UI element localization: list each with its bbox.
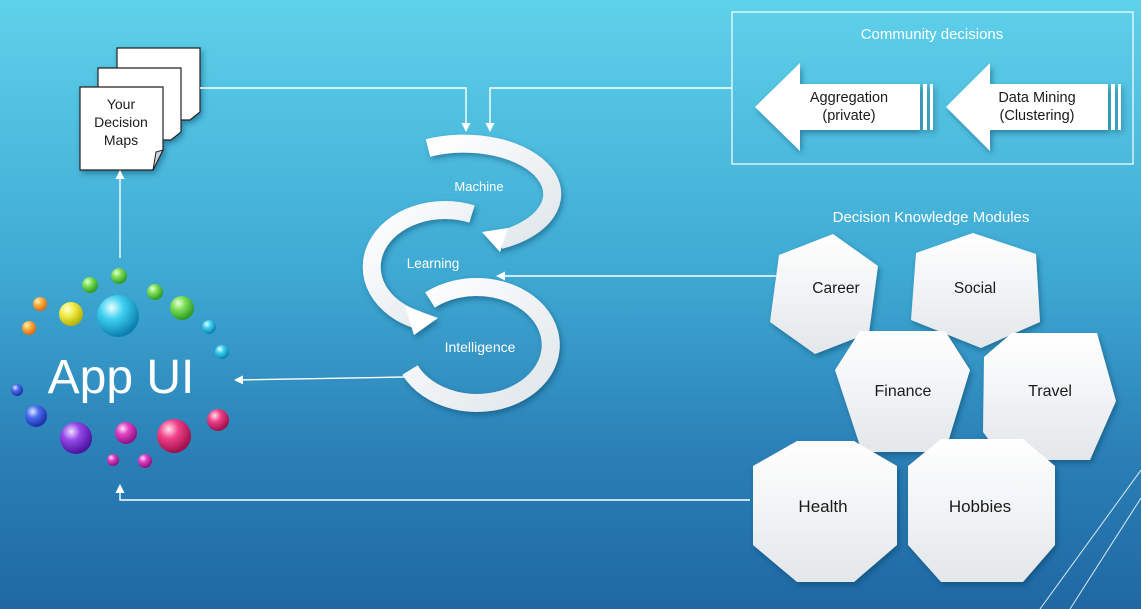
- module-hex-career[interactable]: [770, 234, 878, 354]
- module-label-social: Social: [954, 280, 996, 297]
- community-decisions-box: [731, 11, 1134, 165]
- aggregation-arrow[interactable]: [755, 63, 933, 151]
- app-ui-label: App UI: [48, 351, 195, 404]
- module-label-career: Career: [812, 280, 859, 297]
- module-hex-travel[interactable]: [983, 333, 1116, 460]
- cycle-label-intelligence: Intelligence: [445, 339, 516, 355]
- data-mining-label-1: Data Mining: [998, 90, 1075, 106]
- modules-hexagons: [753, 233, 1116, 582]
- connector-arrows: [115, 87, 776, 501]
- decision-maps-line-3: Maps: [104, 132, 138, 148]
- app-ui-bubbles: [11, 268, 229, 468]
- community-decisions-title: Community decisions: [861, 26, 1004, 43]
- modules-title: Decision Knowledge Modules: [833, 209, 1030, 226]
- decision-maps-line-1: Your: [107, 96, 136, 112]
- module-hex-finance[interactable]: [835, 331, 970, 452]
- module-label-travel: Travel: [1028, 383, 1072, 400]
- module-hex-hobbies[interactable]: [908, 439, 1055, 582]
- cycle-label-machine: Machine: [454, 179, 503, 194]
- data-mining-arrow[interactable]: [946, 63, 1121, 151]
- module-hex-health[interactable]: [753, 441, 897, 582]
- module-label-hobbies: Hobbies: [949, 497, 1011, 516]
- module-label-finance: Finance: [875, 383, 932, 400]
- learning-cycle: [362, 134, 562, 412]
- data-mining-label-2: (Clustering): [1000, 108, 1075, 124]
- decision-maps-stack[interactable]: [79, 47, 201, 171]
- module-hex-social[interactable]: [911, 233, 1040, 348]
- decorative-corner-lines: [1039, 469, 1141, 609]
- aggregation-label-1: Aggregation: [810, 90, 888, 106]
- module-label-health: Health: [798, 497, 847, 516]
- aggregation-label-2: (private): [822, 108, 875, 124]
- cycle-label-learning: Learning: [407, 256, 460, 271]
- decision-maps-line-2: Decision: [94, 114, 148, 130]
